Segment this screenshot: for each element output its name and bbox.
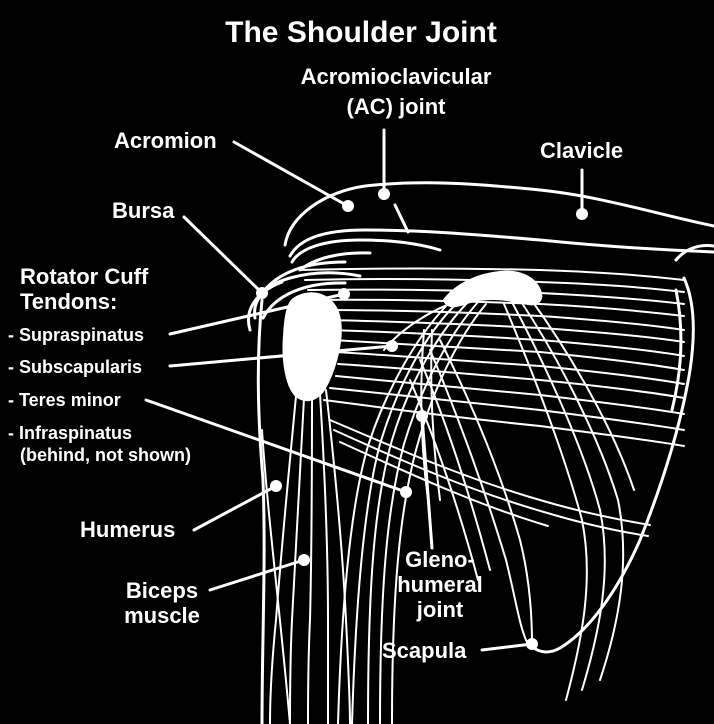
label-clavicle: Clavicle [540,138,623,163]
label-infraspinatus-line1: - Infraspinatus [8,423,132,443]
text-labels: The Shoulder Joint Acromioclavicular (AC… [8,16,623,663]
label-rotator-cuff-line2: Tendons: [20,289,117,314]
anatomy-illustration [247,181,714,724]
teres-minor-band [329,419,651,537]
humerus-bone [256,298,266,724]
biceps-strands [337,299,487,724]
scapula-strands [409,297,635,701]
label-acromion: Acromion [114,128,217,153]
label-glenohumeral-line1: Gleno- [405,547,475,572]
label-rotator-cuff-line1: Rotator Cuff [20,264,149,289]
label-bursa: Bursa [112,198,175,223]
label-subscapularis: - Subscapularis [8,357,142,377]
label-biceps-line1: Biceps [126,578,198,603]
label-humerus: Humerus [80,517,175,542]
label-infraspinatus-line2: (behind, not shown) [20,445,191,465]
label-glenohumeral-line3: joint [416,597,464,622]
label-ac-joint-line2: (AC) joint [347,94,447,119]
label-teres-minor: - Teres minor [8,390,121,410]
leader-lines [144,128,588,652]
clavicle-bone [283,181,714,262]
label-glenohumeral-line2: humeral [397,572,483,597]
scapula-bone [528,276,695,654]
label-supraspinatus: - Supraspinatus [8,325,144,345]
label-ac-joint-line1: Acromioclavicular [301,64,492,89]
diagram-title: The Shoulder Joint [225,16,497,49]
label-scapula: Scapula [382,638,467,663]
label-biceps-line2: muscle [124,603,200,628]
